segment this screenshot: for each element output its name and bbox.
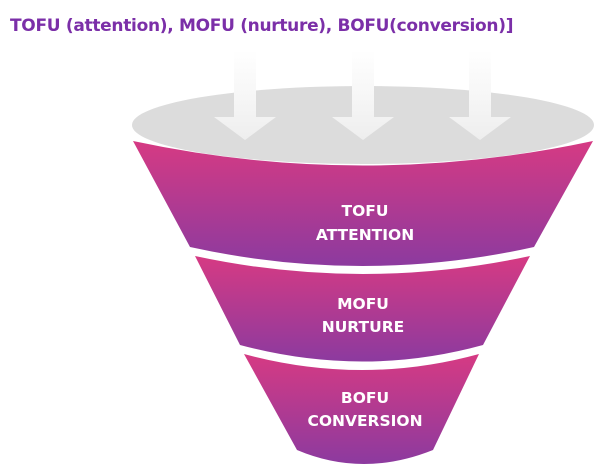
stage-label-attention: ATTENTION xyxy=(316,226,414,244)
funnel-stage-bofu xyxy=(244,354,479,464)
stage-label-bofu: BOFU xyxy=(341,389,389,407)
stage-label-mofu: MOFU xyxy=(337,295,389,313)
funnel-stage-mofu xyxy=(195,256,530,362)
stage-label-nurture: NURTURE xyxy=(322,318,404,336)
down-arrow-icon xyxy=(449,50,511,140)
diagram-title: TOFU (attention), MOFU (nurture), BOFU(c… xyxy=(10,16,514,36)
down-arrow-icon xyxy=(214,50,276,140)
stage-label-conversion: CONVERSION xyxy=(307,412,422,430)
funnel-stage-tofu xyxy=(133,141,593,266)
down-arrow-icon xyxy=(332,50,394,140)
stage-label-tofu: TOFU xyxy=(342,202,389,220)
